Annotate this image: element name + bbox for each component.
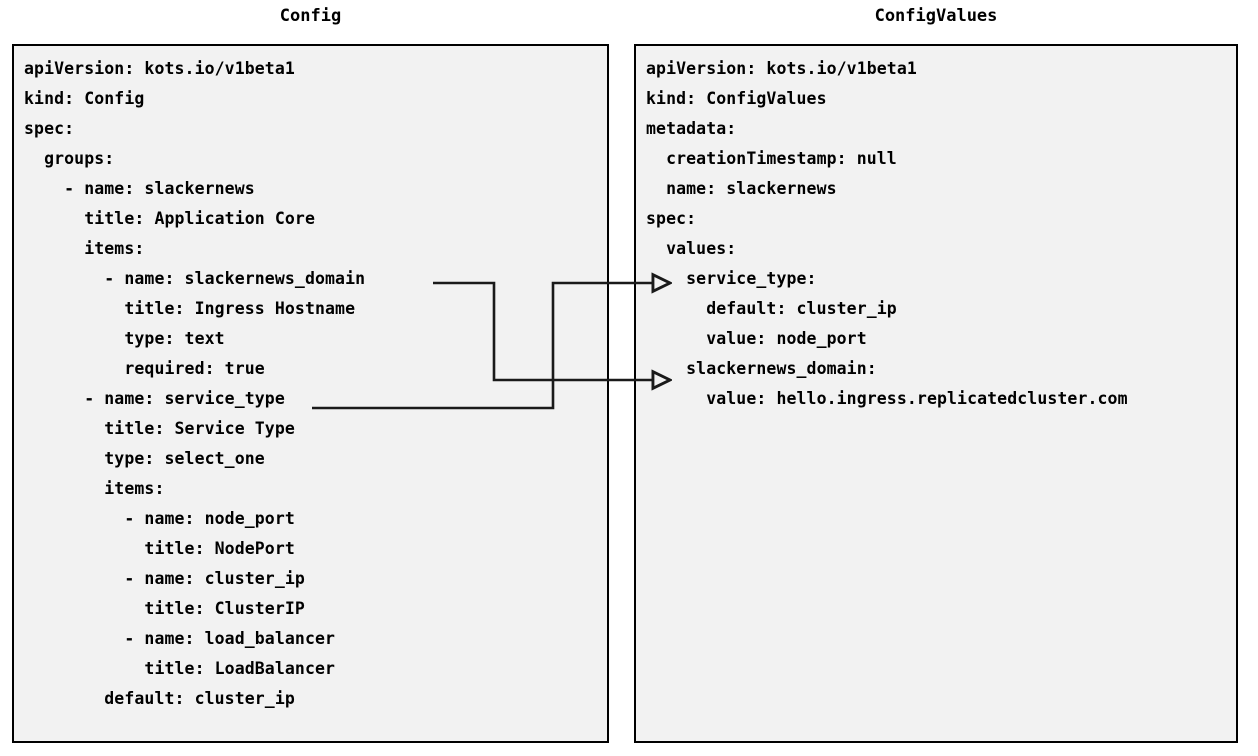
config-panel: apiVersion: kots.io/v1beta1 kind: Config s… [12,44,609,743]
config-yaml-block: apiVersion: kots.io/v1beta1 kind: Config s… [24,54,607,714]
config-yaml-line: - name: slackernews [24,179,255,198]
config-yaml-line: kind: Config [24,89,145,108]
config-yaml-line: groups: [24,149,115,168]
config-yaml-line: apiVersion: kots.io/v1beta1 [24,59,295,78]
configvalues-yaml-line: slackernews_domain: [646,359,877,378]
config-yaml-line: title: ClusterIP [24,599,305,618]
config-yaml-line: - name: node_port [24,509,295,528]
configvalues-yaml-line: name: slackernews [646,179,837,198]
config-yaml-line: type: select_one [24,449,265,468]
configvalues-yaml-line: default: cluster_ip [646,299,897,318]
configvalues-yaml-line: metadata: [646,119,737,138]
config-yaml-line: title: Ingress Hostname [24,299,356,318]
config-yaml-line: title: Service Type [24,419,295,438]
config-yaml-line: title: LoadBalancer [24,659,336,678]
config-yaml-line: title: Application Core [24,209,315,228]
config-yaml-line: - name: cluster_ip [24,569,305,588]
config-yaml-line: - name: slackernews_domain [24,269,366,288]
configvalues-panel: apiVersion: kots.io/v1beta1 kind: ConfigV… [634,44,1238,743]
configvalues-yaml-line: creationTimestamp: null [646,149,897,168]
config-yaml-line: - name: load_balancer [24,629,336,648]
configvalues-yaml-line: spec: [646,209,697,228]
configvalues-yaml-line: kind: ConfigValues [646,89,827,108]
config-yaml-line: title: NodePort [24,539,295,558]
config-yaml-line: type: text [24,329,225,348]
configvalues-panel-title: ConfigValues [874,6,998,26]
configvalues-yaml-block: apiVersion: kots.io/v1beta1 kind: ConfigV… [646,54,1236,414]
configvalues-yaml-line: apiVersion: kots.io/v1beta1 [646,59,917,78]
configvalues-yaml-line: value: hello.ingress.replicatedcluster.c… [646,389,1128,408]
config-yaml-line: - name: service_type [24,389,285,408]
config-yaml-line: spec: [24,119,75,138]
configvalues-yaml-line: values: [646,239,737,258]
config-panel-title: Config [279,6,342,26]
configvalues-yaml-line: value: node_port [646,329,867,348]
configvalues-yaml-line: service_type: [646,269,817,288]
config-yaml-line: items: [24,239,145,258]
config-yaml-line: items: [24,479,165,498]
config-yaml-line: required: true [24,359,265,378]
config-yaml-line: default: cluster_ip [24,689,295,708]
